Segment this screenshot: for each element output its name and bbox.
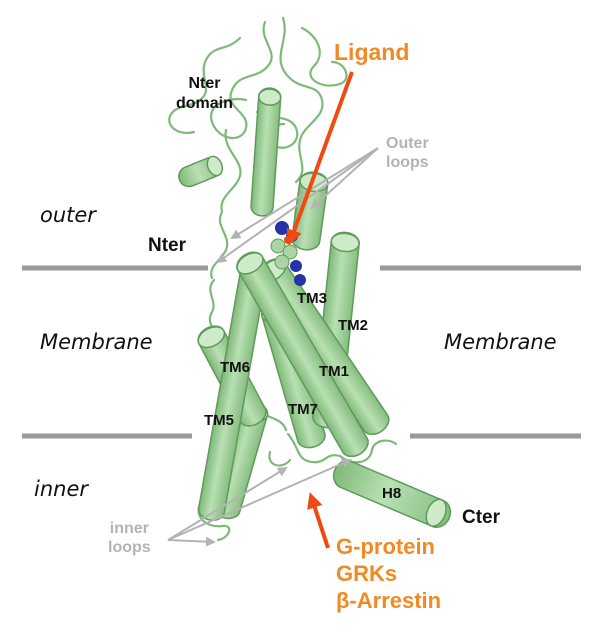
partner-g-protein: G-protein <box>336 534 435 559</box>
tm1-label: TM1 <box>319 363 349 380</box>
inner-loop-arrow-1 <box>167 466 288 541</box>
tm2-label: TM2 <box>338 317 368 334</box>
helix-tm3 <box>236 251 369 458</box>
inner-label: inner <box>34 477 89 501</box>
inner-loops-label: inner loops <box>108 519 151 557</box>
tm3-label: TM3 <box>297 290 327 307</box>
outer-loop-arrow-2 <box>216 147 379 264</box>
tm5-label: TM5 <box>204 412 234 429</box>
partner-beta-arrestin: β-Arrestin <box>336 588 442 613</box>
helix-h8 <box>332 459 452 529</box>
outer-loop-arrows <box>216 147 379 264</box>
inner-loop-arrows <box>167 458 352 547</box>
membrane-lines <box>22 265 581 439</box>
nter-helix <box>250 87 282 217</box>
membrane-right-label: Membrane <box>444 330 557 354</box>
h8-label: H8 <box>382 485 402 502</box>
orange-arrows <box>286 71 354 549</box>
short-helix-left <box>178 155 224 188</box>
nter-label: Nter <box>148 235 187 256</box>
outer-label: outer <box>40 203 96 227</box>
tm7-label: TM7 <box>288 401 318 418</box>
tm6-label: TM6 <box>220 359 250 376</box>
ligand-label: Ligand <box>334 39 410 65</box>
partner-grks: GRKs <box>336 561 398 586</box>
inner-loop-arrow-3 <box>167 536 216 547</box>
inner-loops-line2: loops <box>108 539 151 556</box>
partner-arrow <box>307 492 330 549</box>
ligand-arrow <box>286 71 354 246</box>
nter-domain-line1: Nter <box>188 75 221 92</box>
outer-loops-label: Outer loops <box>386 134 429 172</box>
inner-loop-arrow-2 <box>167 458 352 541</box>
outer-loop-arrow-1 <box>230 147 379 240</box>
nter-domain-line2: domain <box>176 95 233 112</box>
membrane-left-label: Membrane <box>40 330 153 354</box>
outer-loops-line1: Outer <box>386 135 429 152</box>
inner-loops-line1: inner <box>109 520 149 537</box>
partners-label: G-protein GRKs β-Arrestin <box>336 533 441 614</box>
nter-domain-label: Nter domain <box>176 74 233 114</box>
outer-loop-arrow-3 <box>310 147 379 210</box>
outer-loops-line2: loops <box>386 154 429 171</box>
ligand-spheres <box>270 221 306 286</box>
cter-label: Cter <box>462 507 501 528</box>
